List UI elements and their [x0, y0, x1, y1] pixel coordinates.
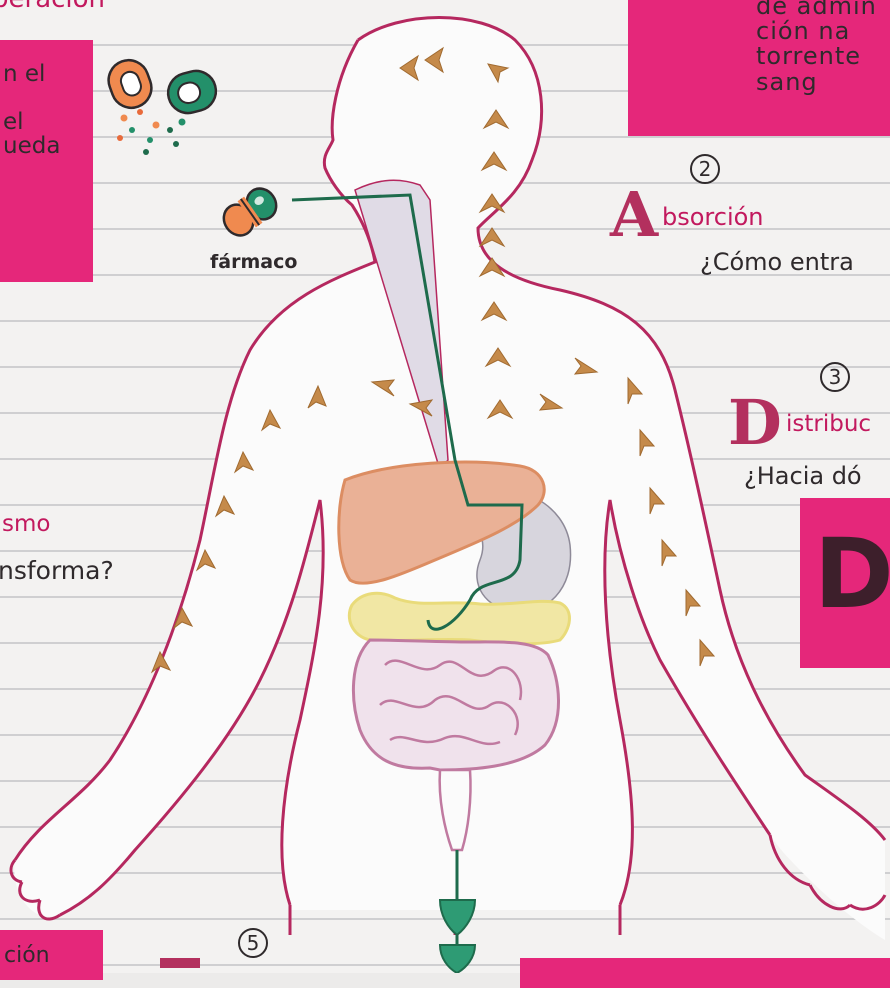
- intestines: [353, 640, 558, 770]
- excretion-drop-2: [440, 945, 475, 973]
- drug-label: fármaco: [210, 251, 297, 273]
- excretion-drop-1: [440, 900, 475, 935]
- drug-pill: [218, 183, 282, 241]
- arrow-up: [480, 228, 504, 246]
- dissolving-pills-icon: [103, 55, 220, 155]
